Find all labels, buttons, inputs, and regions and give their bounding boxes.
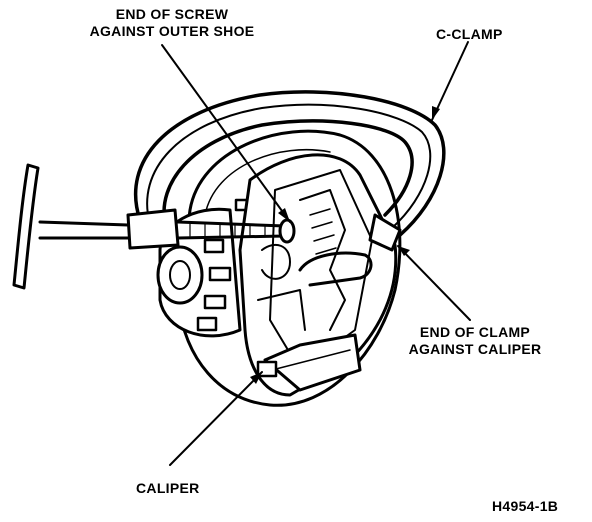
lug-stud: [196, 316, 218, 332]
leader-caliper: [169, 371, 263, 466]
arrowhead-clamp-end: [398, 246, 410, 256]
label-screw-line1: END OF SCREW: [115, 6, 229, 22]
label-clamp-against-caliper: END OF CLAMP AGAINST CALIPER: [392, 324, 558, 358]
lug-studs: [196, 198, 252, 332]
clamp-screw: [38, 218, 296, 244]
label-caliper: CALIPER: [136, 480, 200, 496]
arrowhead-c-clamp: [432, 106, 440, 120]
label-clamp-line1: END OF CLAMP: [419, 324, 531, 340]
leader-clamp-end: [397, 245, 471, 321]
caliper-body: [238, 153, 398, 397]
t-handle: [12, 163, 40, 290]
c-clamp-frame: [126, 90, 446, 252]
arrowhead-caliper: [250, 372, 262, 384]
figure-code: H4954-1B: [492, 498, 559, 514]
label-screw-line2: AGAINST OUTER SHOE: [89, 23, 255, 39]
label-screw-against-shoe: END OF SCREW AGAINST OUTER SHOE: [82, 6, 262, 40]
label-c-clamp: C-CLAMP: [436, 26, 503, 42]
lug-stud: [203, 294, 227, 310]
lug-stud: [208, 266, 232, 282]
leader-c-clamp: [431, 41, 469, 121]
arrowhead-screw: [278, 208, 290, 222]
leader-screw: [161, 44, 291, 223]
label-clamp-line2: AGAINST CALIPER: [408, 341, 542, 357]
spring-clip: [298, 189, 373, 331]
lug-stud: [203, 238, 225, 254]
